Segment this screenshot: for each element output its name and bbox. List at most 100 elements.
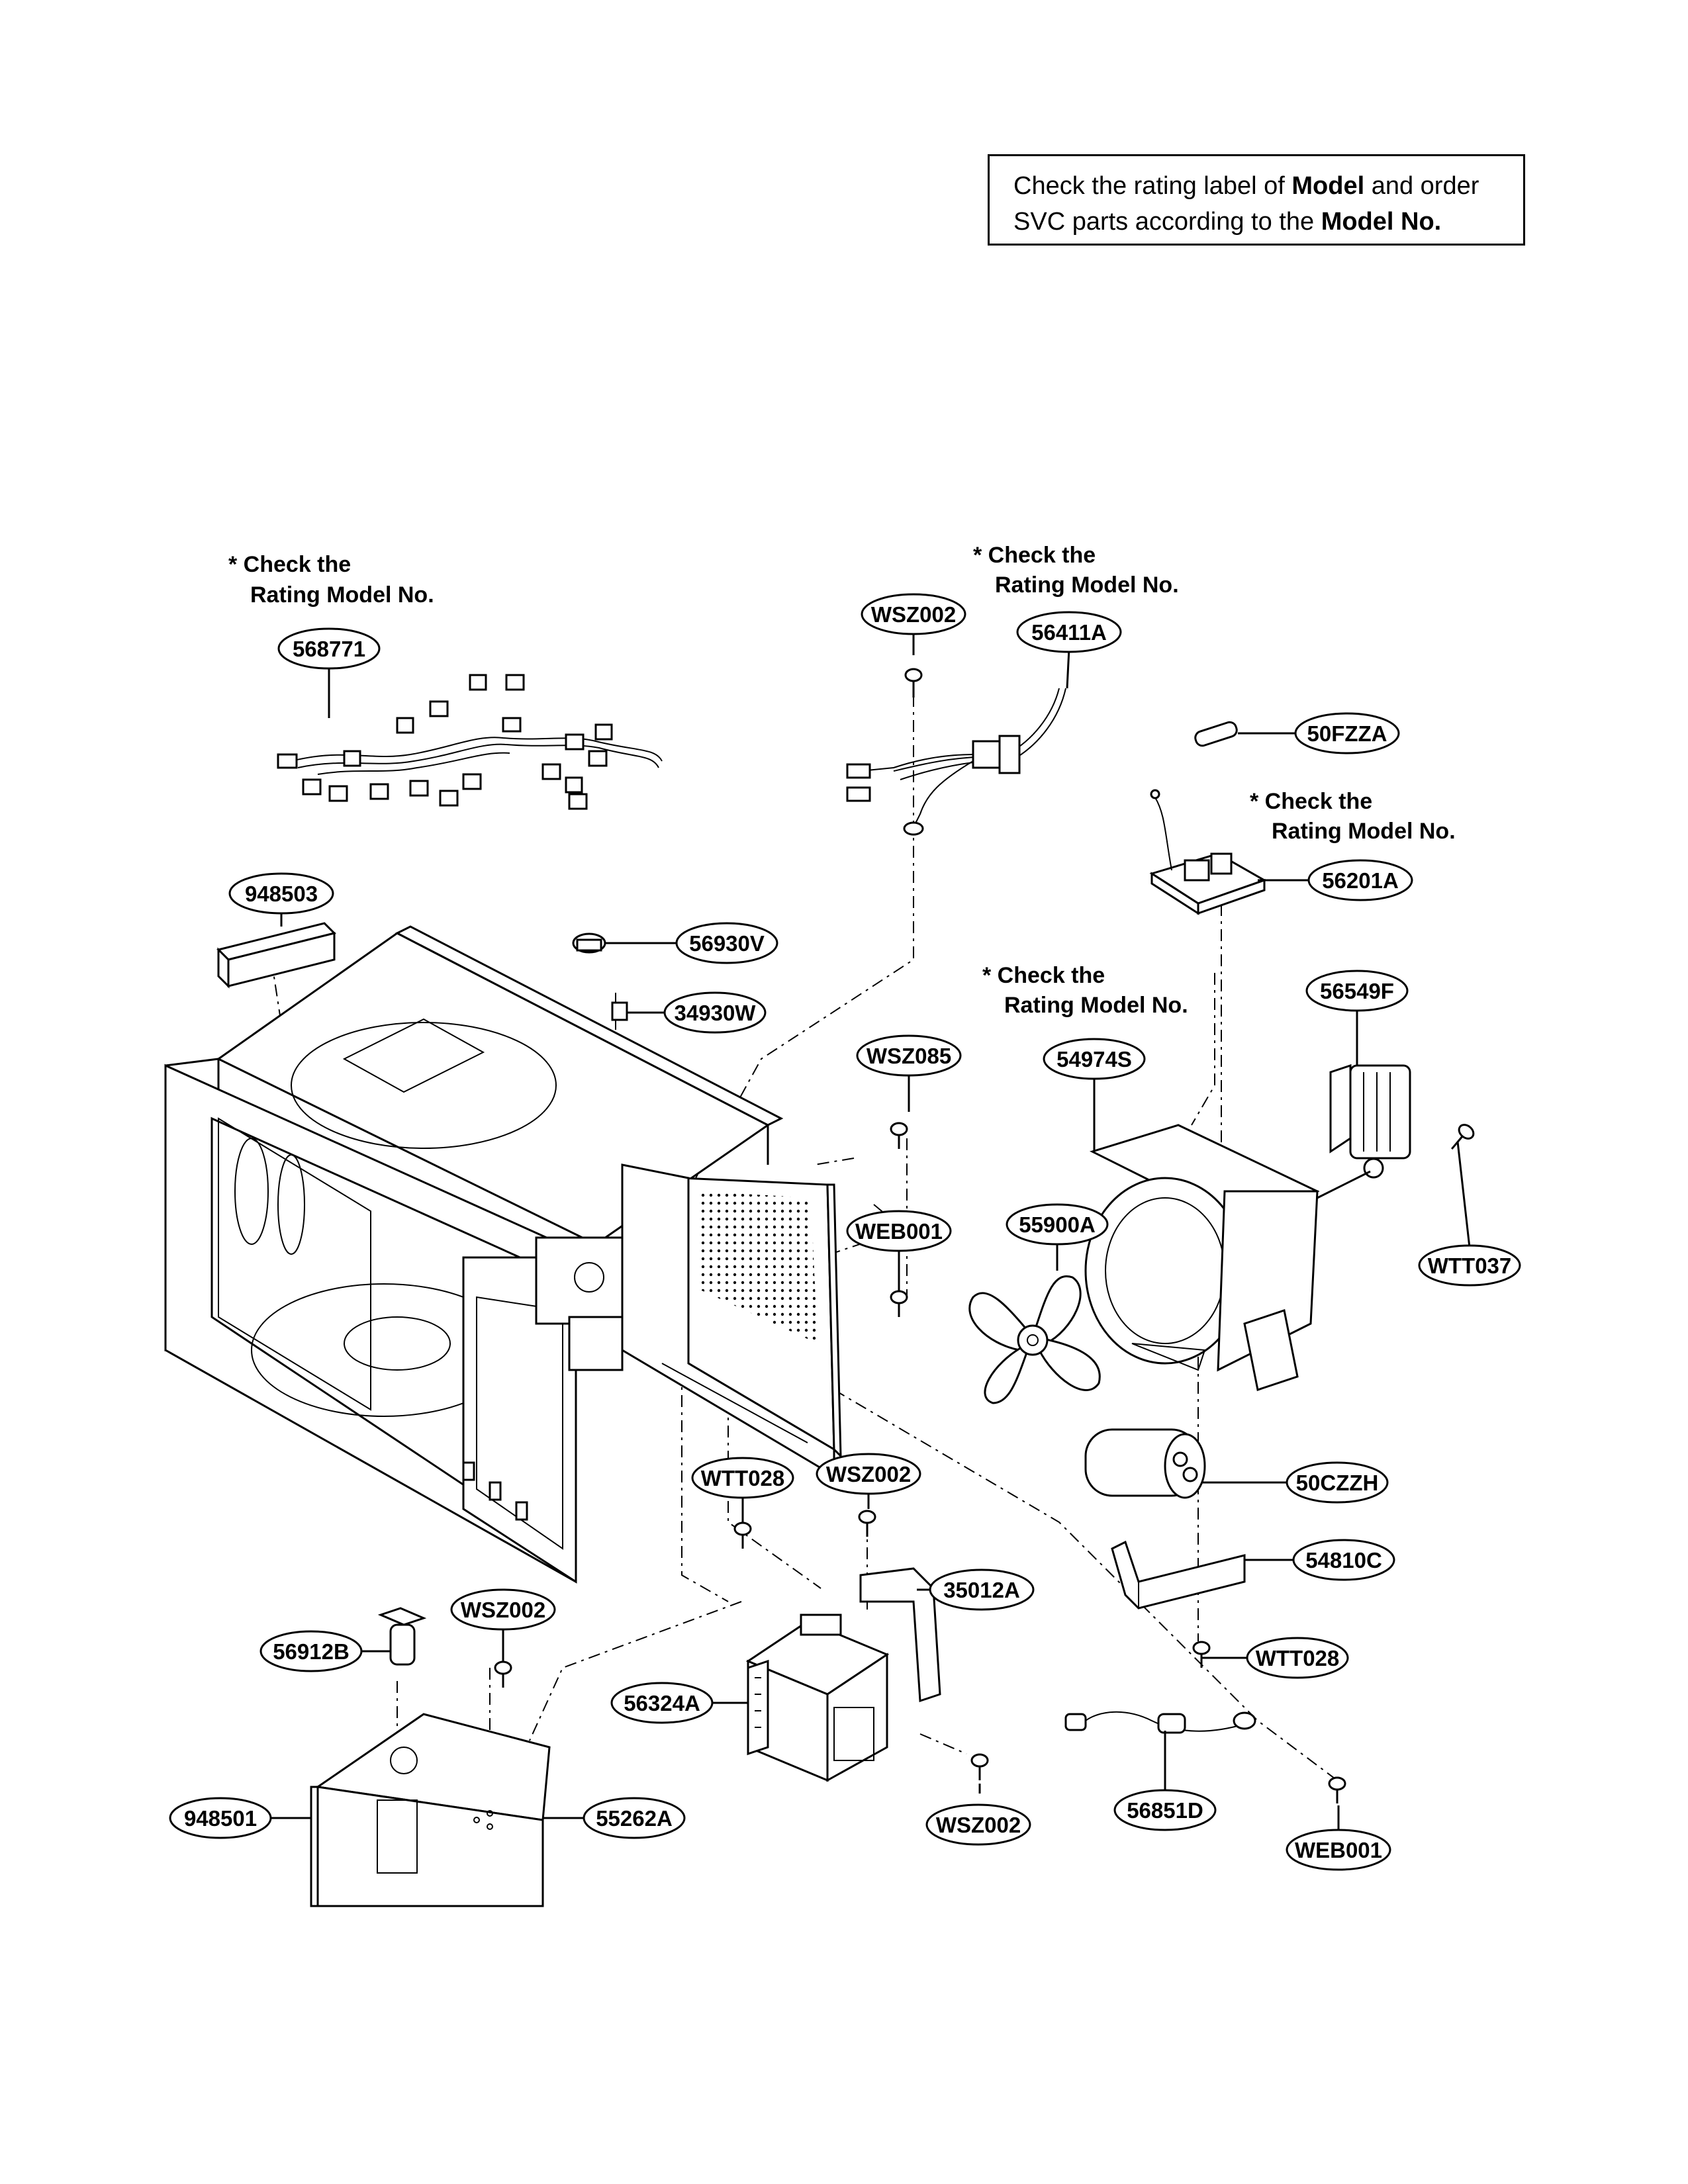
screw-wtt028-right <box>1192 1641 1211 1668</box>
part-label-wsz002-left: WSZ002 <box>450 1588 556 1631</box>
part-label-54974S: 54974S <box>1043 1038 1146 1080</box>
sensor-34930W <box>611 1001 628 1021</box>
screw-wsz002-bottom <box>970 1753 989 1780</box>
part-label-56851D: 56851D <box>1113 1789 1217 1831</box>
svg-text:56549F: 56549F <box>1320 979 1394 1003</box>
part-label-35012A: 35012A <box>929 1569 1035 1611</box>
noise-filter-56201A <box>1149 789 1267 915</box>
control-base-948501 <box>310 1713 551 1907</box>
svg-text:Rating Model No.: Rating Model No. <box>995 572 1179 598</box>
svg-text:* Check the: * Check the <box>973 543 1096 568</box>
screw-icons <box>494 668 1475 1803</box>
svg-text:50CZZH: 50CZZH <box>1296 1471 1379 1495</box>
part-label-wtt028-left: WTT028 <box>691 1457 794 1499</box>
svg-text:35012A: 35012A <box>943 1578 1020 1602</box>
part-label-web001-mid: WEB001 <box>846 1210 952 1252</box>
oven-cavity-frame <box>164 925 842 1584</box>
part-label-948501: 948501 <box>169 1797 272 1839</box>
svg-text:56930V: 56930V <box>689 931 765 956</box>
note-duct: * Check the Rating Model No. <box>982 963 1188 1018</box>
svg-text:WSZ002: WSZ002 <box>936 1813 1021 1837</box>
notice-bold-model: Model <box>1291 172 1365 200</box>
svg-text:55900A: 55900A <box>1019 1212 1096 1237</box>
notice-text: SVC parts according to the <box>1013 208 1321 236</box>
part-label-wsz085: WSZ085 <box>856 1034 962 1077</box>
part-label-web001-bottom: WEB001 <box>1286 1829 1391 1871</box>
wire-harness-568771 <box>277 674 663 810</box>
svg-text:WSZ002: WSZ002 <box>871 602 956 627</box>
fuse-50FZZA <box>1194 721 1238 747</box>
svg-text:55262A: 55262A <box>596 1806 673 1831</box>
svg-text:948501: 948501 <box>184 1806 257 1831</box>
part-label-56930V: 56930V <box>675 922 778 964</box>
screw-web001-mid <box>890 1290 908 1317</box>
part-label-56912B: 56912B <box>259 1630 363 1672</box>
svg-text:Rating Model No.: Rating Model No. <box>250 582 434 608</box>
notice-text: and order <box>1364 172 1479 200</box>
notice-line-1: Check the rating label of Model and orde… <box>1013 168 1523 204</box>
screw-wsz002-left <box>494 1661 512 1688</box>
stirrer-cover-948503 <box>216 922 336 989</box>
screw-wsz002-top <box>904 668 923 698</box>
lamp-56912B <box>377 1607 427 1666</box>
part-label-56549F: 56549F <box>1305 970 1409 1012</box>
part-label-34930W: 34930W <box>663 991 767 1034</box>
svg-text:WSZ085: WSZ085 <box>867 1044 951 1068</box>
part-label-wsz002-mid: WSZ002 <box>816 1453 921 1495</box>
hv-diode-56549F <box>1317 1064 1411 1199</box>
notice-text: Check the rating label of <box>1013 172 1292 200</box>
svg-text:948503: 948503 <box>245 882 318 906</box>
capacitor-bracket-54810C <box>1111 1540 1246 1610</box>
svg-text:568771: 568771 <box>293 637 365 661</box>
svg-text:WEB001: WEB001 <box>855 1219 943 1244</box>
svg-text:56201A: 56201A <box>1322 868 1399 893</box>
part-label-wsz002-top: WSZ002 <box>861 593 966 635</box>
svg-text:54974S: 54974S <box>1056 1047 1132 1071</box>
svg-text:34930W: 34930W <box>675 1001 757 1025</box>
part-label-56411A: 56411A <box>1016 611 1122 653</box>
note-harness: * Check the Rating Model No. <box>228 552 434 608</box>
part-label-wsz002-bottom: WSZ002 <box>925 1803 1031 1846</box>
part-label-wtt037: WTT037 <box>1418 1244 1521 1287</box>
svg-text:WTT028: WTT028 <box>1256 1646 1340 1670</box>
svg-text:56411A: 56411A <box>1031 620 1107 645</box>
fan-blade-55900A <box>968 1275 1101 1404</box>
air-duct-54974S <box>1084 1124 1320 1391</box>
svg-text:Rating Model No.: Rating Model No. <box>1272 819 1456 844</box>
svg-text:* Check the: * Check the <box>982 963 1105 988</box>
svg-text:WTT037: WTT037 <box>1428 1253 1512 1278</box>
thermostat-56930V <box>572 933 606 954</box>
part-label-50CZZH: 50CZZH <box>1286 1461 1389 1504</box>
svg-text:WEB001: WEB001 <box>1295 1838 1382 1862</box>
svg-text:WTT028: WTT028 <box>701 1466 785 1490</box>
svg-text:56851D: 56851D <box>1127 1798 1203 1823</box>
svg-text:WSZ002: WSZ002 <box>461 1598 545 1622</box>
magnetron-56324A <box>745 1614 890 1782</box>
notice-bold-model-no: Model No. <box>1321 208 1442 236</box>
part-label-56324A: 56324A <box>610 1682 714 1724</box>
screw-wsz002-mid <box>858 1510 876 1537</box>
svg-text:Rating Model No.: Rating Model No. <box>1004 993 1188 1018</box>
part-label-568771: 568771 <box>277 627 381 670</box>
svg-text:* Check the: * Check the <box>1250 789 1372 814</box>
svg-text:WSZ002: WSZ002 <box>826 1462 911 1486</box>
part-label-50FZZA: 50FZZA <box>1294 712 1400 754</box>
part-label-948503: 948503 <box>228 872 334 915</box>
note-noise-filter: * Check the Rating Model No. <box>1250 789 1456 844</box>
power-cord-56411A <box>846 688 1066 836</box>
part-label-56201A: 56201A <box>1307 859 1413 901</box>
note-cord: * Check the Rating Model No. <box>973 543 1179 598</box>
part-label-55900A: 55900A <box>1006 1203 1109 1246</box>
screw-wtt028-left <box>733 1522 752 1549</box>
leader-lines <box>270 632 1471 1830</box>
screw-web001-bottom <box>1328 1776 1346 1803</box>
part-label-54810C: 54810C <box>1292 1539 1395 1581</box>
svg-text:50FZZA: 50FZZA <box>1307 721 1387 746</box>
svg-text:56324A: 56324A <box>624 1691 700 1715</box>
svg-text:* Check the: * Check the <box>228 552 351 577</box>
sensor-56851D <box>1064 1711 1256 1734</box>
screw-wsz085 <box>890 1122 908 1149</box>
capacitor-50CZZH <box>1084 1428 1206 1499</box>
model-notice-box: Check the rating label of Model and orde… <box>988 154 1525 246</box>
